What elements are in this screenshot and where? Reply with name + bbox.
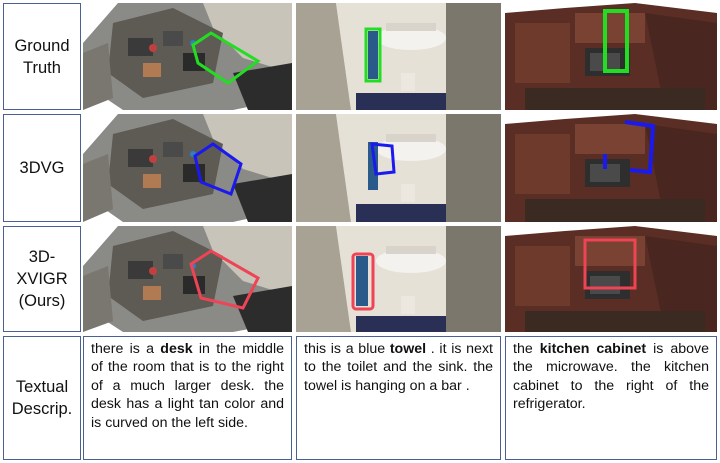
office-scene-3dvg: [83, 114, 292, 222]
kitchen-scene-ground-truth: [505, 3, 717, 110]
kitchen-scene-3dvg: [505, 114, 717, 222]
bathroom-scene-ours: [296, 226, 501, 332]
3dvg-desk-box: [193, 142, 243, 196]
bathroom-scene-ground-truth: [296, 3, 501, 110]
ours-desk-box: [189, 249, 260, 310]
office-scene-ground-truth: [83, 3, 292, 110]
kitchen-scene-ours: [505, 226, 717, 332]
row-label-ground-truth: Ground Truth: [3, 3, 81, 110]
ours-cabinet-box: [583, 238, 637, 290]
bathroom-scene-3dvg: [296, 114, 501, 222]
3dvg-towel-box: [370, 142, 396, 176]
description-desk: there is a desk in the middle of the roo…: [83, 336, 292, 460]
row-label-3d-xvigr: 3D- XVIGR (Ours): [3, 226, 81, 332]
row-label-textual-description: Textual Descrip.: [3, 336, 81, 460]
description-kitchen-cabinet: the kitchen cabinet is above the microwa…: [505, 336, 717, 460]
keyword-kitchen-cabinet: kitchen cabinet: [539, 341, 647, 357]
3dvg-cabinet-box: [624, 120, 656, 175]
ours-towel-box: [351, 252, 375, 311]
ground-truth-towel-box: [364, 27, 382, 83]
keyword-towel: towel: [389, 341, 427, 357]
office-scene-ours: [83, 226, 292, 332]
ground-truth-desk-box: [191, 31, 261, 85]
description-towel: this is a blue towel . it is next to the…: [296, 336, 501, 460]
keyword-desk: desk: [160, 341, 193, 357]
row-label-3dvg: 3DVG: [3, 114, 81, 222]
ground-truth-cabinet-box: [603, 9, 629, 73]
